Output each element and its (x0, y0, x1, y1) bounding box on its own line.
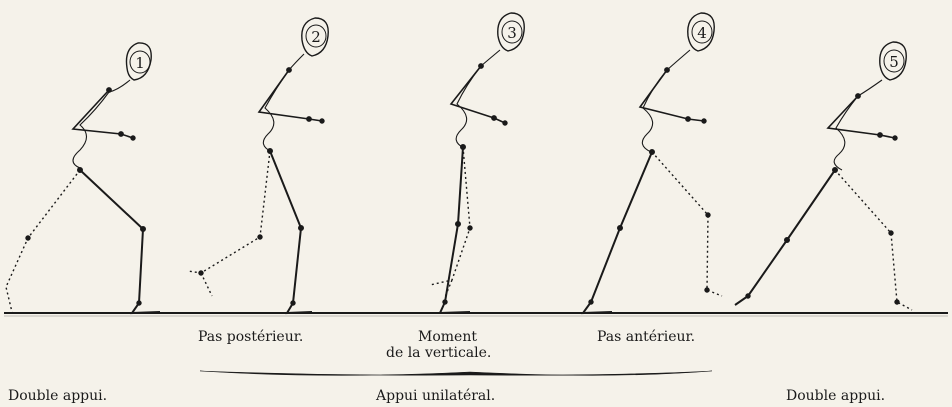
arm (259, 70, 322, 121)
caption-pas-posterieur: Pas postérieur. (198, 329, 303, 346)
leg-swing (835, 170, 912, 310)
figure-1 (6, 43, 160, 313)
caption-double-appui-left: Double appui. (8, 388, 107, 405)
leg-swing (6, 170, 80, 312)
neck-spine (456, 50, 500, 148)
leg-swing (652, 152, 722, 296)
caption-pas-anterieur: Pas antérieur. (597, 329, 695, 346)
figure-number-1: 1 (135, 54, 145, 72)
neck-spine (73, 80, 130, 168)
figure-2 (188, 18, 328, 313)
caption-moment-line2: de la verticale. (386, 345, 491, 362)
figure-5 (735, 42, 912, 310)
leg-support (735, 170, 835, 305)
figure-number-4: 4 (697, 24, 707, 42)
neck-spine (642, 50, 690, 152)
caption-double-appui-right: Double appui. (786, 388, 885, 405)
leg-support (270, 151, 312, 313)
figure-3 (430, 13, 524, 313)
leg-support (583, 152, 652, 313)
arm (828, 96, 895, 138)
caption-appui-unilateral: Appui unilatéral. (376, 388, 495, 405)
figure-4 (583, 13, 722, 313)
caption-moment-line1: Moment (418, 329, 477, 346)
figure-number-2: 2 (311, 28, 321, 46)
phase-brace (200, 371, 712, 375)
arm (451, 66, 505, 123)
arm (73, 90, 133, 138)
figure-number-3: 3 (507, 24, 517, 42)
leg-support (80, 170, 160, 313)
neck-spine (263, 54, 304, 152)
figure-number-5: 5 (889, 53, 899, 71)
